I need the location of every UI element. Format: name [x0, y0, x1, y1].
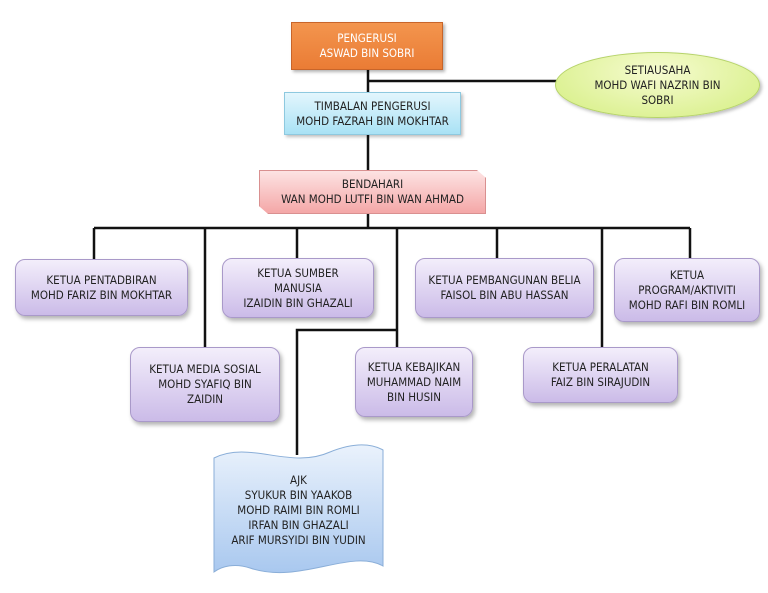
head-equipment-name: FAIZ BIN SIRAJUDIN — [550, 375, 651, 389]
deputy-name: MOHD FAZRAH BIN MOKHTAR — [296, 113, 449, 128]
committee-member: ARIF MURSYIDI BIN YUDIN — [231, 532, 366, 547]
head-welfare-name-line1: MUHAMMAD NAIM — [366, 374, 462, 389]
committee-member: SYUKUR BIN YAAKOB — [244, 487, 353, 502]
treasurer-box: BENDAHARI WAN MOHD LUTFI BIN WAN AHMAD — [259, 170, 486, 214]
committee-member: MOHD RAIMI BIN ROMLI — [237, 502, 360, 517]
head-admin-role: KETUA PENTADBIRAN — [46, 272, 157, 287]
head-program-box: KETUA PROGRAM/AKTIVITI MOHD RAFI BIN ROM… — [614, 258, 760, 322]
head-admin-box: KETUA PENTADBIRAN MOHD FARIZ BIN MOKHTAR — [15, 259, 188, 316]
secretary-name-line2: SOBRI — [641, 92, 674, 107]
head-youth-role: KETUA PEMBANGUNAN BELIA — [428, 273, 581, 287]
treasurer-name: WAN MOHD LUTFI BIN WAN AHMAD — [281, 192, 464, 206]
head-hr-role-line1: KETUA SUMBER — [257, 265, 339, 280]
chairman-role: PENGERUSI — [337, 31, 397, 45]
committee-document-shape — [213, 444, 384, 573]
secretary-ellipse: SETIAUSAHA MOHD WAFI NAZRIN BIN SOBRI — [555, 52, 760, 118]
head-equipment-role: KETUA PERALATAN — [552, 360, 649, 374]
head-media-name-line2: ZAIDIN — [187, 392, 223, 406]
secretary-name-line1: MOHD WAFI NAZRIN BIN — [594, 77, 721, 92]
head-hr-box: KETUA SUMBER MANUSIA IZAIDIN BIN GHAZALI — [222, 258, 374, 318]
deputy-role: TIMBALAN PENGERUSI — [314, 98, 431, 113]
committee-title: AJK — [290, 472, 307, 487]
head-welfare-name-line2: BIN HUSIN — [387, 389, 441, 404]
head-media-role: KETUA MEDIA SOSIAL — [149, 362, 261, 376]
head-program-role-line2: PROGRAM/AKTIVITI — [638, 282, 736, 297]
treasurer-role: BENDAHARI — [341, 177, 404, 191]
head-welfare-role: KETUA KEBAJIKAN — [367, 359, 461, 374]
head-equipment-box: KETUA PERALATAN FAIZ BIN SIRAJUDIN — [523, 347, 678, 403]
head-program-name: MOHD RAFI BIN ROMLI — [628, 297, 746, 312]
head-admin-name: MOHD FARIZ BIN MOKHTAR — [30, 287, 173, 302]
head-youth-name: FAISOL BIN ABU HASSAN — [440, 288, 569, 302]
head-media-box: KETUA MEDIA SOSIAL MOHD SYAFIQ BIN ZAIDI… — [130, 347, 280, 422]
head-youth-box: KETUA PEMBANGUNAN BELIA FAISOL BIN ABU H… — [415, 258, 594, 318]
committee-member: IRFAN BIN GHAZALI — [248, 517, 349, 532]
head-hr-role-line2: MANUSIA — [273, 280, 322, 295]
secretary-role: SETIAUSAHA — [624, 62, 691, 77]
chairman-box: PENGERUSI ASWAD BIN SOBRI — [291, 22, 443, 70]
deputy-box: TIMBALAN PENGERUSI MOHD FAZRAH BIN MOKHT… — [284, 92, 461, 135]
connector-committee — [295, 328, 397, 455]
committee-box: AJK SYUKUR BIN YAAKOB MOHD RAIMI BIN ROM… — [214, 460, 383, 560]
chairman-name: ASWAD BIN SOBRI — [319, 46, 415, 60]
head-welfare-box: KETUA KEBAJIKAN MUHAMMAD NAIM BIN HUSIN — [355, 347, 473, 417]
head-hr-name: IZAIDIN BIN GHAZALI — [243, 295, 353, 310]
head-media-name-line1: MOHD SYAFIQ BIN — [158, 377, 252, 391]
head-program-role-line1: KETUA — [669, 267, 705, 282]
